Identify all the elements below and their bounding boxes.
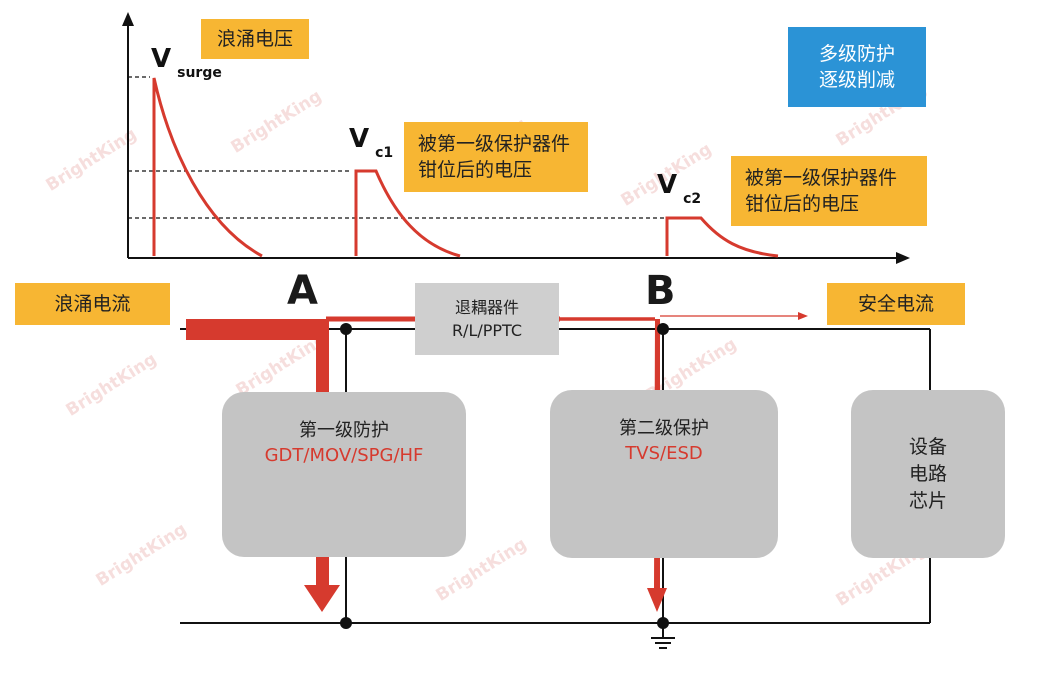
ground-icon [651, 623, 675, 649]
y-axis-arrowhead [122, 12, 134, 26]
v-c2-letter: V [657, 170, 678, 200]
clamped-voltage-label-1-line-2: 钳位后的电压 [418, 159, 533, 181]
clamped-voltage-label-2: 被第一级保护器件 钳位后的电压 [731, 156, 927, 226]
stage1-title: 第一级防护 [299, 420, 389, 441]
stage1-protection-box: 第一级防护 GDT/MOV/SPG/HF [222, 392, 466, 557]
v-surge-letter: V [151, 44, 172, 74]
multistage-line-1: 多级防护 [818, 43, 895, 65]
clamped-voltage-label-1-line-1: 被第一级保护器件 [418, 133, 571, 155]
decoupler-types: R/L/PPTC [451, 321, 523, 340]
surge-waveform [152, 77, 263, 258]
device-circuit-box: 设备 电路 芯片 [851, 390, 1005, 558]
safe-current-arrowhead [798, 312, 808, 320]
v-c2-subscript: c2 [683, 191, 702, 207]
clamped-voltage-label-1: 被第一级保护器件 钳位后的电压 [404, 122, 588, 192]
vc2-waveform [665, 216, 779, 258]
clamped-voltage-label-2-line-1: 被第一级保护器件 [745, 167, 898, 189]
multistage-protection-badge: 多级防护 逐级削减 [788, 27, 926, 107]
junction-a-bottom [340, 617, 352, 629]
junction-a-top [340, 323, 352, 335]
device-box-line-1: 设备 [908, 435, 947, 458]
v-c1-letter: V [349, 124, 370, 154]
surge-current-label: 浪涌电流 [15, 283, 170, 325]
stage1-devices: GDT/MOV/SPG/HF [264, 445, 424, 466]
device-box-line-2: 电路 [908, 462, 947, 485]
device-box-line-3: 芯片 [908, 489, 947, 512]
decoupler-title: 退耦器件 [454, 298, 519, 317]
clamped-voltage-label-2-line-2: 钳位后的电压 [745, 193, 860, 215]
vc1-waveform [354, 169, 461, 258]
surge-current-path [186, 319, 326, 340]
junction-b-top [657, 323, 669, 335]
safe-current-label: 安全电流 [827, 283, 965, 325]
surge-voltage-label: 浪涌电压 [201, 19, 309, 59]
decoupler-box: 退耦器件 R/L/PPTC [415, 283, 559, 355]
x-axis-arrowhead [896, 252, 910, 264]
stage2-devices: TVS/ESD [625, 443, 703, 464]
node-b-label: B [645, 268, 676, 314]
stage2-title: 第二级保护 [619, 418, 709, 439]
v-surge-subscript: surge [177, 65, 222, 81]
stage2-protection-box: 第二级保护 TVS/ESD [550, 390, 778, 558]
v-c1-subscript: c1 [375, 145, 394, 161]
multistage-line-2: 逐级削减 [818, 69, 895, 91]
node-a-label: A [287, 268, 318, 314]
